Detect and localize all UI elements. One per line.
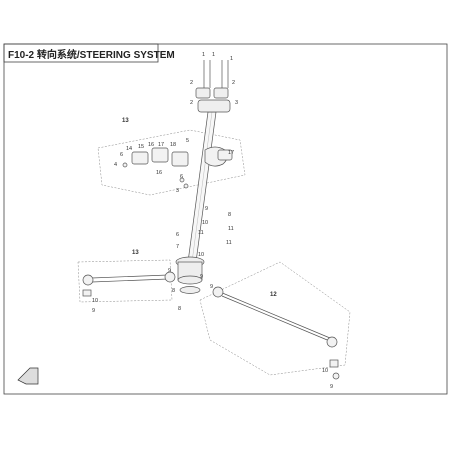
callout-16b: 16 [156,170,162,176]
callout-labels: 1 1 1 2 2 2 3 13 14 15 16 17 18 5 6 4 17… [92,52,333,390]
callout-13b: 13 [132,250,139,256]
handlebar-clamps [195,60,231,113]
callout-10b: 10 [198,252,204,258]
callout-9d: 9 [92,308,95,314]
callout-11: 11 [228,226,234,232]
callout-3b: 3 [176,188,179,194]
callout-13: 13 [122,118,129,124]
title-box [3,43,159,63]
callout-9b: 9 [200,274,203,280]
left-tie-rod [82,271,176,297]
callout-9f: 9 [330,384,333,390]
callout-1c: 1 [230,56,233,62]
callout-1b: 1 [212,52,215,58]
callout-1: 1 [202,52,205,58]
upper-bracket-parts [122,146,233,189]
upper-panel-outline [97,129,246,196]
callout-9: 9 [205,206,208,212]
callout-17: 17 [158,142,164,148]
callout-11c: 11 [226,240,232,246]
diagram-title: F10-2 转向系统/STEERING SYSTEM [8,46,175,61]
callout-8: 8 [228,212,231,218]
right-tie-rod-outline [199,261,351,376]
callout-12: 12 [270,292,277,298]
callout-6c: 6 [176,232,179,238]
diagram-title-en: /STEERING SYSTEM [76,50,175,61]
callout-8b: 8 [172,288,175,294]
callout-10d: 10 [322,368,328,374]
lower-bearing-collar [175,256,205,294]
callout-17b: 17 [228,150,234,156]
callout-11b: 11 [198,230,204,236]
left-tie-rod-outline [77,259,173,303]
callout-2b: 2 [232,80,235,86]
callout-6b: 6 [180,174,183,180]
callout-2: 2 [190,80,193,86]
callout-9e: 9 [210,284,213,290]
callout-9c: 9 [168,268,171,274]
callout-14: 14 [126,146,132,152]
callout-10: 10 [202,220,208,226]
callout-16: 16 [148,142,154,148]
diagram-border [3,43,448,395]
diagram-title-cn: 转向系统 [36,50,77,61]
callout-3: 3 [235,100,238,106]
callout-7: 7 [176,244,179,250]
callout-8c: 8 [178,306,181,312]
diagram-code: F10-2 [8,50,35,61]
steering-column [187,111,217,263]
callout-5: 5 [186,138,189,144]
callout-4: 4 [114,162,117,168]
callout-6: 6 [120,152,123,158]
right-tie-rod [212,286,340,380]
callout-15: 15 [138,144,144,150]
callout-10c: 10 [92,298,98,304]
callout-2c: 2 [190,100,193,106]
front-arrow-icon [17,367,39,385]
callout-18: 18 [170,142,176,148]
